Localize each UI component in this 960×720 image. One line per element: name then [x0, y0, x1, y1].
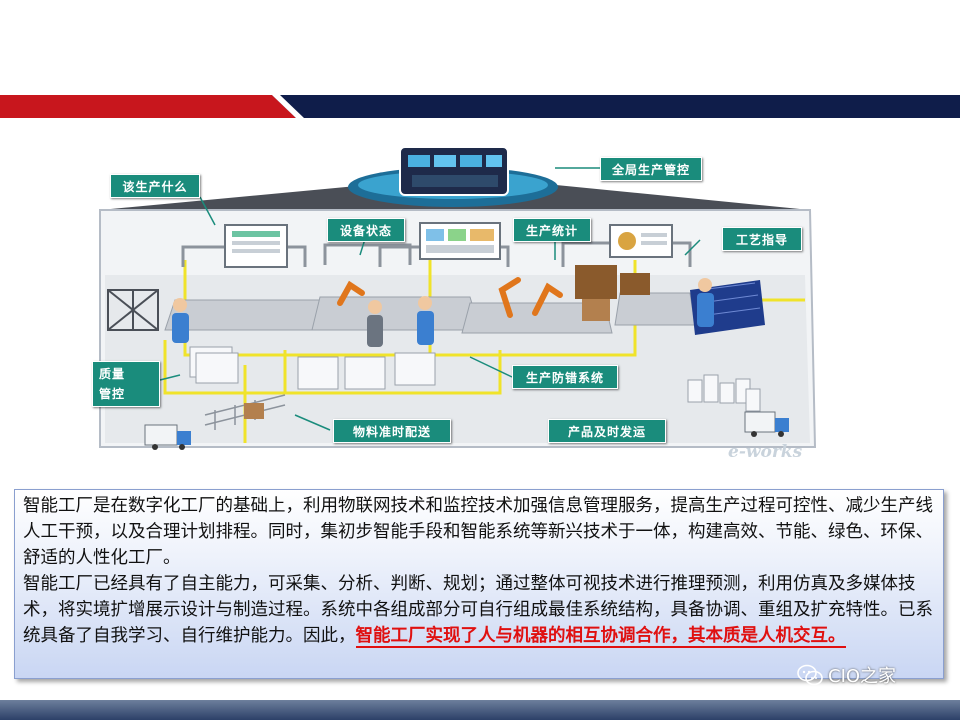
wechat-icon	[797, 664, 823, 686]
callout-production-stats: 生产统计	[513, 218, 591, 242]
callout-what-to-produce: 该生产什么	[110, 174, 200, 198]
description-paragraph-1: 智能工厂是在数字化工厂的基础上，利用物联网技术和监控技术加强信息管理服务，提高生…	[23, 496, 933, 568]
key-conclusion-highlight: 智能工厂实现了人与机器的相互协调合作，其本质是人机交互。	[355, 626, 846, 648]
factory-illustration	[99, 146, 817, 450]
header-stripe	[0, 0, 960, 125]
quality-control-line1: 质量	[99, 367, 126, 381]
callout-error-proofing: 生产防错系统	[512, 365, 618, 389]
footer-bar	[0, 700, 960, 720]
description-box: 智能工厂是在数字化工厂的基础上，利用物联网技术和监控技术加强信息管理服务，提高生…	[14, 489, 944, 679]
eworks-watermark: e-works	[728, 442, 803, 462]
callout-product-shipping: 产品及时发运	[548, 419, 666, 443]
callout-global-control: 全局生产管控	[600, 157, 702, 181]
paragraph-2-text: 智能工厂已经具有了自主能力，可采集、分析、判断、规划；通过整体可视技术进行推理预…	[23, 574, 933, 646]
smart-factory-diagram: 该生产什么 全局生产管控 设备状态 生产统计 工艺指导 质量 管控 生产防错系统…	[0, 125, 960, 470]
cio-home-badge: CIO之家	[796, 662, 896, 688]
callout-process-guide: 工艺指导	[722, 227, 802, 251]
callout-quality-control: 质量 管控	[92, 361, 160, 407]
description-paragraph-2: 智能工厂已经具有了自主能力，可采集、分析、判断、规划；通过整体可视技术进行推理预…	[23, 571, 935, 649]
callout-equipment-status: 设备状态	[327, 218, 405, 242]
cio-home-label: CIO之家	[828, 666, 897, 687]
callout-material-delivery: 物料准时配送	[333, 419, 451, 443]
quality-control-line2: 管控	[99, 387, 126, 401]
